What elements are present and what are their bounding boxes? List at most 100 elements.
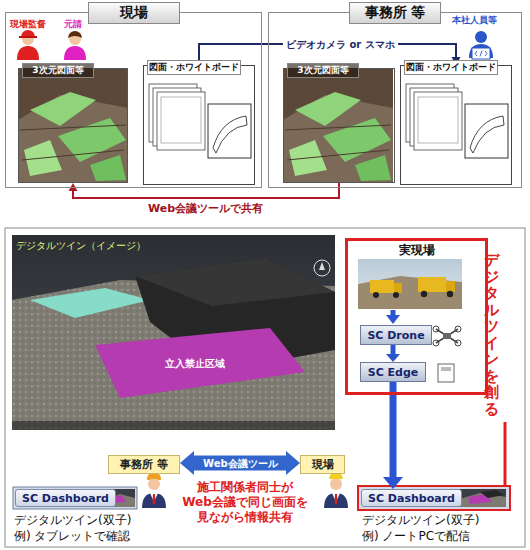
label-holder: デジタルツイン（イメージ） [16,239,146,253]
panel-frame [5,228,525,547]
drone-icon [433,326,461,346]
connector-label-holder: ビデオカメラ or スマホ [283,38,398,51]
worker-icon [335,494,338,505]
caption-text: 例) ノートPCで配信 [362,529,470,544]
note-text: 施工関係者同士が Web会議で同じ画面を 見ながら情報共有 [171,480,319,525]
contractor-icon [64,31,86,60]
label-holder: 施工関係者同士が Web会議で同じ画面を 見ながら情報共有 [171,480,319,525]
label-holder: デジタルツイン(双子) [14,513,131,528]
office-staff-icon [475,31,487,43]
digital-twin-picture [12,235,335,430]
label-holder: デジタルツインを創る [484,252,499,417]
model-picture [18,68,128,183]
arrow-head [286,451,300,475]
screen-title: 3次元図面等 [22,63,94,78]
worker-icon [142,493,166,508]
panel-heading: 事務所 等 [349,2,441,24]
location-tag: 事務所 等 [108,455,180,474]
arrow-head [69,183,78,191]
digital-twin-picture [30,288,150,318]
drawing-sheets [143,65,255,185]
dashboard-box: SC Dashboard [361,489,462,507]
supervisor-icon [17,46,39,60]
flow-arrow [386,310,400,324]
worker-icon [330,478,342,490]
connector [383,382,403,489]
worker-icon [324,493,348,508]
role-label: 元請 [64,18,82,31]
dashboard-box: SC Dashboard [15,489,116,507]
site-photo [394,283,402,293]
site-photo [418,277,446,292]
label-holder: 本社人員等 [452,14,497,27]
worker-icon [147,473,161,480]
location-tag: 現場 [300,455,345,474]
digital-twin-picture [319,262,325,270]
drawing-sheets [208,104,251,158]
model-picture [90,155,126,181]
edge-device-icon [438,364,454,382]
screen-title: 3次元図面等 [287,63,359,78]
label-holder: 現場監督 [10,18,46,31]
label-holder: 例) タブレットで確認 [14,529,131,544]
role-label: 本社人員等 [452,14,497,27]
model-screen: 3次元図面等 [283,68,395,183]
arrow-head [180,451,194,475]
model-picture [18,68,128,183]
label-holder: 元請 [64,18,82,31]
label-holder: デジタルツイン(双子) [362,513,479,528]
drone-icon [436,329,458,343]
connector-line [391,345,396,355]
panel-heading: 現場 [88,2,180,24]
site-photo [421,291,427,297]
label-holder: 立入禁止区域 [165,357,225,371]
site-photo [393,292,399,298]
board-title: 図面・ホワイトボード [147,60,241,75]
drone-icon [433,340,439,346]
site-photo [370,280,394,293]
drone-icon [433,326,439,332]
site-photo [446,281,455,292]
drawing-sheets [143,65,255,185]
dashboard-frame [480,490,504,498]
caption-text: デジタルツイン(双子) [14,513,131,528]
worker-icon [142,472,166,508]
board-title: 図面・ホワイトボード [404,60,498,75]
role-label: 現場監督 [10,18,46,31]
process-box: SC Drone [360,325,432,345]
edge-device-icon [441,367,451,371]
site-panel: 現場3次元図面等図面・ホワイトボード [5,12,262,188]
site-photo [358,276,462,309]
drawing-sheets [213,116,247,153]
label-holder: 例) ノートPCで配信 [362,529,470,544]
caption-text: 例) タブレットで確認 [14,529,131,544]
drawing-sheets [400,65,512,185]
worker-icon [148,478,160,490]
connector-label: Web会議ツールで共有 [145,202,266,216]
drone-icon [455,326,461,332]
drawing-sheets [161,97,201,143]
supervisor-icon [17,30,39,60]
zone-label: 立入禁止区域 [165,357,225,371]
model-picture [20,125,126,160]
box-label: SC Dashboard [22,492,109,505]
site-photo [358,259,462,309]
connector [180,451,300,475]
connector [69,183,340,198]
box-label: SC Edge [368,366,419,379]
whiteboard-box: 図面・ホワイトボード [400,65,512,185]
digital-twin-picture [12,235,335,430]
drawing-sheets [157,92,205,150]
connector-label-holder: Web会議ツールで共有 [145,202,266,216]
model-picture [30,92,96,126]
picture-title: デジタルツイン（イメージ） [16,239,146,253]
connector-label: Web会議ツール [200,457,281,470]
frame-title: 実現場 [348,242,485,259]
tag-label: 現場 [312,457,334,472]
digital-twin-picture [314,260,330,276]
site-photo [373,292,379,298]
tag-label: 事務所 等 [120,457,168,472]
digital-twin-picture [135,258,335,306]
dashboard-frame [13,487,137,509]
digital-twin-picture [12,421,335,430]
